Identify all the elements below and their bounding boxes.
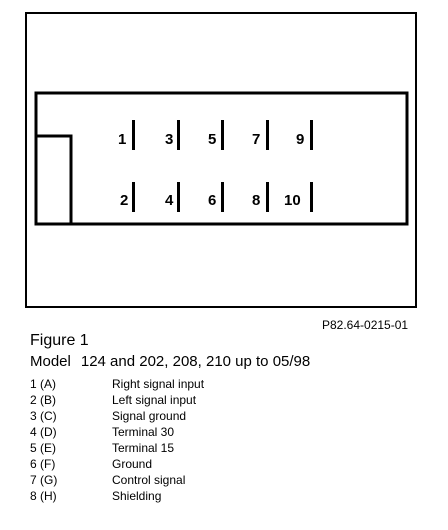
legend-key: 3 (C) bbox=[30, 409, 57, 423]
outer-frame bbox=[25, 12, 417, 308]
pin-label: 7 bbox=[252, 131, 260, 148]
pin-contact bbox=[177, 182, 180, 212]
legend-key: 4 (D) bbox=[30, 425, 57, 439]
pin-contact bbox=[310, 120, 313, 150]
pin-contact bbox=[310, 182, 313, 212]
pin-label: 9 bbox=[296, 131, 304, 148]
connector-diagram: 1 3 5 7 9 2 4 6 8 10 bbox=[25, 12, 417, 308]
pin-label: 4 bbox=[165, 192, 174, 209]
pin-label: 6 bbox=[208, 192, 216, 209]
legend-row: 2 (B) Left signal input bbox=[30, 392, 204, 408]
pin-row-bottom: 2 4 6 8 10 bbox=[120, 182, 313, 212]
legend-key: 7 (G) bbox=[30, 473, 58, 487]
pin-label: 10 bbox=[284, 192, 301, 209]
pin-contact bbox=[266, 182, 269, 212]
legend-key: 2 (B) bbox=[30, 393, 57, 407]
pin-contact bbox=[266, 120, 269, 150]
pin-contact bbox=[177, 120, 180, 150]
pin-contact bbox=[132, 182, 135, 212]
legend-key: 5 (E) bbox=[30, 441, 57, 455]
legend-row: 6 (F) Ground bbox=[30, 456, 204, 472]
pin-label: 8 bbox=[252, 192, 260, 209]
figure-title: Figure 1 bbox=[30, 332, 89, 349]
pin-legend: 1 (A) Right signal input 2 (B) Left signal… bbox=[30, 376, 204, 504]
legend-desc: Control signal bbox=[112, 473, 186, 487]
legend-desc: Left signal input bbox=[112, 393, 197, 407]
pin-row-top: 1 3 5 7 9 bbox=[118, 120, 313, 150]
legend-desc: Terminal 15 bbox=[112, 441, 175, 455]
legend-row: 7 (G) Control signal bbox=[30, 472, 204, 488]
pin-label: 1 bbox=[118, 131, 126, 148]
pin-contact bbox=[132, 120, 135, 150]
legend-desc: Right signal input bbox=[112, 377, 205, 391]
pin-label: 3 bbox=[165, 131, 173, 148]
legend-desc: Shielding bbox=[112, 489, 162, 503]
pin-label: 5 bbox=[208, 131, 216, 148]
legend-row: 4 (D) Terminal 30 bbox=[30, 424, 204, 440]
pin-contact bbox=[221, 182, 224, 212]
legend-row: 5 (E) Terminal 15 bbox=[30, 440, 204, 456]
legend-key: 8 (H) bbox=[30, 489, 57, 503]
connector-key-tab bbox=[36, 134, 73, 224]
connector-body bbox=[34, 91, 409, 226]
pin-contact bbox=[221, 120, 224, 150]
legend-key: 6 (F) bbox=[30, 457, 56, 471]
legend-desc: Ground bbox=[112, 457, 153, 471]
model-label: Model bbox=[30, 353, 71, 370]
reference-number: P82.64-0215-01 bbox=[322, 318, 409, 332]
pin-label: 2 bbox=[120, 192, 128, 209]
legend-key: 1 (A) bbox=[30, 377, 57, 391]
legend-row: 8 (H) Shielding bbox=[30, 488, 204, 504]
legend-desc: Signal ground bbox=[112, 409, 187, 423]
legend-row: 1 (A) Right signal input bbox=[30, 376, 204, 392]
model-line: Model 124 and 202, 208, 210 up to 05/98 bbox=[30, 353, 310, 370]
model-value: 124 and 202, 208, 210 up to 05/98 bbox=[80, 353, 311, 370]
legend-row: 3 (C) Signal ground bbox=[30, 408, 204, 424]
legend-desc: Terminal 30 bbox=[112, 425, 175, 439]
